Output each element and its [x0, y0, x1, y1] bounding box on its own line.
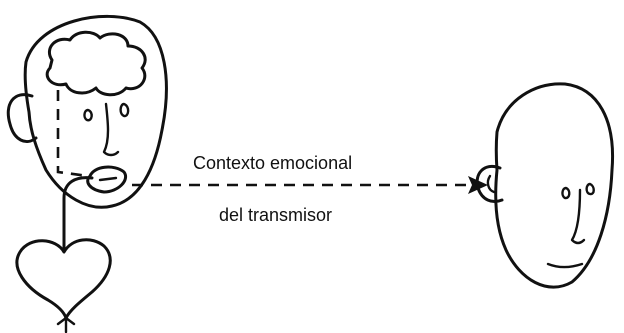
message-arrow [132, 176, 488, 194]
receiver-mouth [546, 262, 584, 269]
heart-connector [62, 176, 94, 252]
receiver-eye-right [585, 182, 595, 196]
sender-eye-right [119, 102, 130, 118]
sender-mouth [86, 165, 127, 194]
sender-eye-left [83, 108, 93, 122]
receiver-figure [475, 82, 615, 289]
heart-icon [15, 238, 112, 320]
heart-tail [56, 316, 76, 333]
receiver-nose [570, 188, 586, 245]
sender-brain-icon [45, 30, 147, 97]
sender-figure [6, 15, 168, 333]
receiver-ear [475, 165, 504, 203]
caption-line-1: Contexto emocional [193, 153, 353, 173]
brain-to-heart-dashed-line [56, 90, 89, 178]
receiver-head-outline [494, 82, 615, 289]
sender-head-outline [23, 15, 168, 209]
receiver-eye-left [561, 186, 571, 200]
sender-nose [102, 102, 120, 157]
sender-ear [6, 93, 38, 143]
receiver-ear-inner [486, 174, 496, 194]
sender-mouth-line [98, 176, 118, 182]
caption-line-2: del transmisor [219, 205, 333, 225]
